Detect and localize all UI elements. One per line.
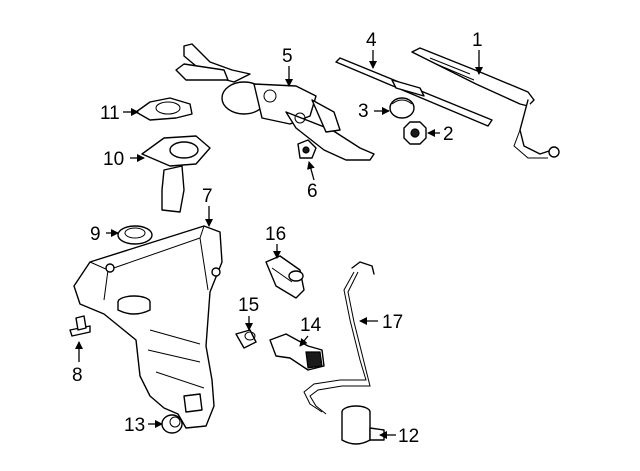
part-6-grommet xyxy=(297,139,317,159)
callout-12: 12 xyxy=(398,426,419,447)
part-4-wiper-blade xyxy=(335,57,493,127)
callout-2: 2 xyxy=(443,124,454,145)
callout-8: 8 xyxy=(72,365,83,386)
leader-6 xyxy=(307,161,315,181)
leader-14 xyxy=(299,335,309,347)
callout-labels: 1 2 3 4 5 6 7 8 9 10 11 12 13 14 15 16 1… xyxy=(72,30,483,447)
part-2-nut xyxy=(403,121,427,145)
callout-15: 15 xyxy=(238,295,259,316)
part-12-pump-motor xyxy=(341,405,385,445)
callout-16: 16 xyxy=(265,224,286,245)
callout-4: 4 xyxy=(366,30,377,51)
leader-lines xyxy=(75,50,483,439)
callout-5: 5 xyxy=(282,46,293,67)
callout-6: 6 xyxy=(307,181,318,202)
callout-10: 10 xyxy=(103,149,124,170)
callout-7: 7 xyxy=(202,186,213,207)
callout-3: 3 xyxy=(358,101,369,122)
part-9-seal-ring xyxy=(117,225,153,245)
callout-11: 11 xyxy=(100,103,120,124)
part-14-connector xyxy=(269,333,325,371)
callout-1: 1 xyxy=(472,30,483,51)
part-1-wiper-arm xyxy=(411,47,560,159)
part-8-push-pin xyxy=(69,315,91,337)
part-15-grommet xyxy=(235,329,257,349)
callout-17: 17 xyxy=(382,312,403,333)
callout-14: 14 xyxy=(300,315,322,336)
part-10-filler-neck xyxy=(141,135,211,213)
part-13-grommet xyxy=(161,414,183,434)
part-5-wiper-motor-linkage xyxy=(175,43,375,161)
callout-13: 13 xyxy=(124,415,145,436)
callout-9: 9 xyxy=(90,224,101,245)
part-3-cap xyxy=(389,97,415,119)
part-17-hose xyxy=(303,261,375,415)
part-7-washer-reservoir xyxy=(73,225,223,429)
part-16-washer-pump xyxy=(265,255,305,299)
part-11-seal xyxy=(135,97,193,121)
